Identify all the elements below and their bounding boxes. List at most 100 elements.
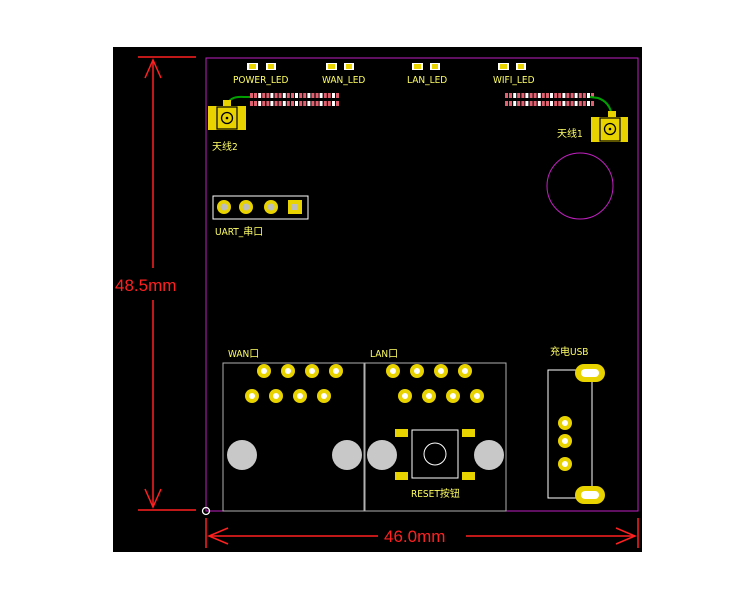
antenna1-label: 天线1 xyxy=(557,127,583,140)
smd-pad xyxy=(558,93,562,98)
smd-pad xyxy=(521,101,525,106)
power-led-label: POWER_LED xyxy=(233,75,289,86)
smd-pad xyxy=(525,101,529,106)
uart-label: UART_串口 xyxy=(215,226,263,238)
smd-pad xyxy=(582,101,586,106)
wan-led-pads xyxy=(326,63,354,70)
antenna2-label: 天线2 xyxy=(212,140,238,153)
smd-pad xyxy=(554,93,558,98)
smd-pad xyxy=(574,101,578,106)
height-dimension-label: 48.5mm xyxy=(115,276,176,295)
antenna2-connector xyxy=(208,100,246,130)
smd-pad xyxy=(591,101,594,106)
height-dimension xyxy=(138,56,196,511)
smd-pad xyxy=(505,93,508,98)
width-dimension xyxy=(205,518,639,548)
smd-pad xyxy=(566,101,570,106)
smd-pad xyxy=(550,93,553,98)
smd-pad xyxy=(299,93,303,98)
smd-pad xyxy=(307,93,311,98)
smd-components-right xyxy=(505,93,594,106)
smd-pad xyxy=(319,93,323,98)
smd-pad xyxy=(258,101,262,106)
smd-pad xyxy=(587,101,590,106)
smd-pad xyxy=(509,93,512,98)
smd-pad xyxy=(537,93,541,98)
smd-pad xyxy=(282,101,286,106)
wan-port-label: WAN口 xyxy=(228,349,259,360)
smd-pad xyxy=(303,101,307,106)
smd-pad xyxy=(270,93,274,98)
smd-pad xyxy=(558,101,562,106)
smd-pad xyxy=(591,93,594,98)
smd-pad xyxy=(262,93,266,98)
smd-pad xyxy=(505,101,508,106)
antenna1-connector xyxy=(591,111,628,142)
smd-pad xyxy=(299,101,303,106)
smd-pad xyxy=(254,93,257,98)
reset-button-footprint xyxy=(395,429,475,480)
smd-pad xyxy=(587,93,590,98)
board-outline xyxy=(205,57,639,512)
smd-pad xyxy=(258,93,262,98)
smd-pad xyxy=(274,101,278,106)
smd-pad xyxy=(570,101,574,106)
smd-pad xyxy=(278,93,282,98)
smd-pad xyxy=(295,93,298,98)
antenna2-trace xyxy=(227,95,250,105)
smd-pad xyxy=(521,93,525,98)
smd-pad xyxy=(307,101,311,106)
uart-header xyxy=(212,195,309,220)
smd-pad xyxy=(250,101,253,106)
smd-pad xyxy=(323,93,327,98)
smd-pad xyxy=(537,101,541,106)
smd-pad xyxy=(582,93,586,98)
smd-pad xyxy=(274,93,278,98)
smd-pad xyxy=(295,101,298,106)
smd-pad xyxy=(541,101,545,106)
smd-pad xyxy=(533,93,537,98)
smd-pad xyxy=(529,93,533,98)
smd-pad xyxy=(254,101,257,106)
lan-led-label: LAN_LED xyxy=(407,75,447,86)
power-led-pads xyxy=(247,63,276,70)
usb-connector xyxy=(547,364,605,504)
smd-pad xyxy=(278,101,282,106)
smd-pad xyxy=(533,101,537,106)
smd-pad xyxy=(546,101,549,106)
smd-pad xyxy=(541,93,545,98)
smd-pad xyxy=(270,101,274,106)
smd-pad xyxy=(574,93,578,98)
lan-port xyxy=(364,362,507,512)
smd-pad xyxy=(566,93,570,98)
smd-pad xyxy=(336,93,339,98)
smd-pad xyxy=(327,93,331,98)
smd-components-left xyxy=(250,93,339,106)
smd-pad xyxy=(323,101,327,106)
smd-pad xyxy=(570,93,574,98)
smd-pad xyxy=(336,101,339,106)
smd-pad xyxy=(550,101,553,106)
smd-pad xyxy=(509,101,512,106)
mounting-hole-outline xyxy=(546,152,614,220)
smd-pad xyxy=(286,101,290,106)
smd-pad xyxy=(266,101,270,106)
smd-pad xyxy=(311,93,315,98)
smd-pad xyxy=(332,101,335,106)
smd-pad xyxy=(327,101,331,106)
smd-pad xyxy=(303,93,307,98)
smd-pad xyxy=(525,93,529,98)
smd-pad xyxy=(546,93,549,98)
smd-pad xyxy=(282,93,286,98)
reset-label: RESET按钮 xyxy=(411,487,460,500)
smd-pad xyxy=(315,93,319,98)
origin-marker xyxy=(201,506,211,516)
smd-pad xyxy=(291,93,294,98)
smd-pad xyxy=(291,101,294,106)
lan-led-pads xyxy=(412,63,440,70)
smd-pad xyxy=(529,101,533,106)
smd-pad xyxy=(554,101,558,106)
smd-pad xyxy=(517,93,521,98)
smd-pad xyxy=(513,101,517,106)
wan-led-label: WAN_LED xyxy=(322,75,365,86)
